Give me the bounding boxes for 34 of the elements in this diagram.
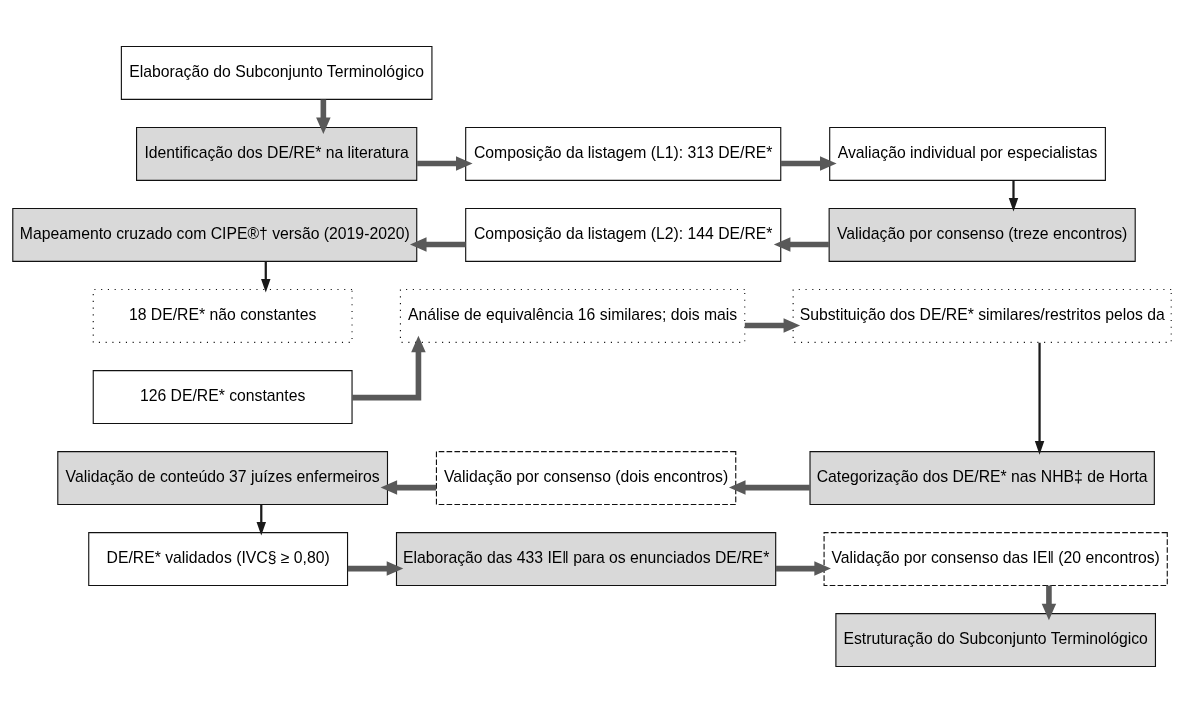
node-box: Composição da listagem (L1): 313 DE/RE* — [465, 126, 782, 181]
arrow — [773, 237, 829, 252]
arrow — [347, 561, 404, 576]
node-box: Identificação dos DE/RE* na literatura — [136, 126, 418, 181]
node-box: DE/RE* validados (IVC§ ≥ 0,80) — [88, 532, 349, 587]
node-box: Análise de equivalência 16 similares; dois mais — [399, 289, 746, 343]
node-box: Elaboração do Subconjunto Terminológico — [120, 45, 433, 100]
arrow — [352, 335, 426, 401]
node-box: Validação por consenso das IE‖ (20 encontros) — [823, 532, 1168, 587]
node-box: Elaboração das 433 IE‖ para os enunciados DE/RE* — [395, 532, 777, 587]
node-box: Validação por consenso (treze encontros) — [828, 207, 1136, 262]
arrow — [380, 480, 437, 495]
arrow — [409, 237, 466, 252]
arrow — [261, 261, 271, 293]
node-box: Categorização dos DE/RE* nas NHB‡ de Horta — [809, 451, 1155, 506]
arrow — [1034, 342, 1045, 455]
node-box: Validação de conteúdo 37 juízes enfermeiros — [57, 451, 389, 506]
arrow — [780, 156, 837, 171]
node-box: Validação por consenso (dois encontros) — [435, 451, 737, 506]
arrow — [775, 561, 831, 576]
arrow — [256, 504, 266, 536]
arrow — [1041, 585, 1057, 621]
arrow — [417, 156, 473, 171]
node-box: Composição da listagem (L2): 144 DE/RE* — [465, 207, 782, 262]
arrow — [728, 480, 810, 495]
node-box: Estruturação do Subconjunto Terminológico — [835, 613, 1157, 668]
node-box: Substituição dos DE/RE* similares/restritos pelos da — [792, 289, 1172, 343]
arrow — [1008, 180, 1019, 212]
node-box: Avaliação individual por especialistas — [829, 126, 1106, 181]
arrow — [744, 318, 801, 333]
node-box: Mapeamento cruzado com CIPE®† versão (2019-2020) — [12, 207, 418, 262]
node-box: 126 DE/RE* constantes — [92, 370, 353, 424]
node-box: 18 DE/RE* não constantes — [92, 289, 353, 343]
arrow — [316, 99, 331, 135]
